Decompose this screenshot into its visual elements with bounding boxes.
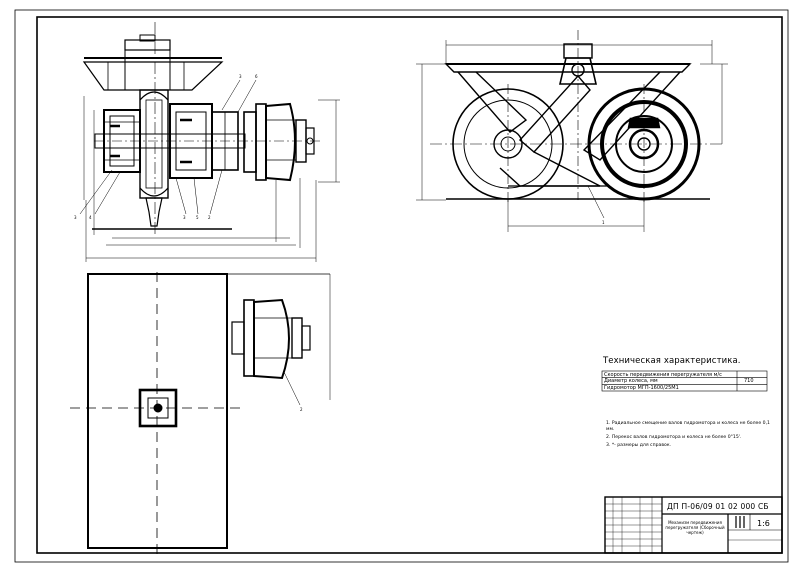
leader-label: 3	[74, 215, 77, 220]
spec-row-label: Диаметр колеса, мм	[604, 378, 658, 385]
inner-frame	[36, 16, 783, 554]
front-dimensions	[83, 39, 340, 262]
leader-label: 4	[89, 215, 92, 220]
leader-label: 3	[239, 74, 242, 79]
side-dimensions	[416, 40, 728, 232]
spec-row-label: Гидромотор МГП-1600/25М1	[604, 384, 679, 391]
note-item: 1. Радиальное смещение валов гидромотора…	[606, 421, 770, 433]
drawing-code: ДП П-06/09 01 02 000 СБ	[667, 502, 769, 511]
spec-row-value: 710	[744, 378, 754, 385]
leader-label: 1	[602, 220, 605, 225]
front-leaders	[79, 79, 257, 215]
drawing-sheet-value: 1:6	[757, 519, 770, 528]
leader-label: 2	[300, 407, 303, 412]
leader-label: 6	[255, 74, 258, 79]
leader-label: 5	[196, 215, 199, 220]
plan-view	[70, 272, 331, 560]
note-item: 3. *- размеры для справок.	[606, 442, 672, 448]
title-block	[604, 496, 783, 554]
leader-label: 3	[183, 215, 186, 220]
leader-label: 2	[208, 215, 211, 220]
outer-frame	[14, 9, 789, 563]
front-leader-labels: 3 4 3 5 2 3 6	[74, 74, 258, 220]
tech-spec-table	[601, 370, 768, 392]
note-item: 2. Перекос валов гидромотора и колеса не…	[606, 435, 742, 440]
spec-row-label: Скорость передвижения перегружателя м/с	[604, 371, 722, 378]
drawing-name: Механизм передвижения перегружателя (Сбо…	[665, 520, 725, 535]
side-view	[416, 30, 728, 232]
tech-spec-title: Техническая характеристика.	[603, 356, 741, 366]
front-view	[79, 22, 340, 262]
technical-notes: 1. Радиальное смещение валов гидромотора…	[606, 421, 771, 451]
